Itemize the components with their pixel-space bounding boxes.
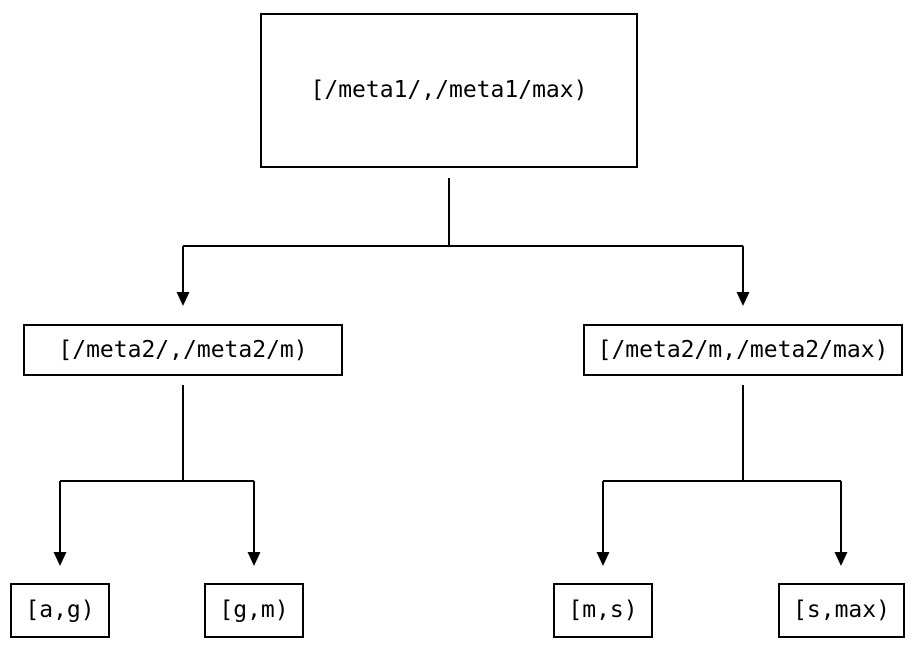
node-right-child-label: [/meta2/m,/meta2/max) [597, 336, 889, 363]
node-root-label: [/meta1/,/meta1/max) [310, 77, 588, 103]
node-root: [/meta1/,/meta1/max) [260, 13, 638, 168]
node-leaf-g-m-label: [g,m) [219, 597, 289, 623]
edges-from-root [176, 178, 750, 306]
arrowhead-icon [596, 552, 610, 566]
edge-line-root-children [182, 178, 744, 292]
arrowhead-icon [53, 552, 67, 566]
node-left-child-label: [/meta2/,/meta2/m) [58, 336, 308, 363]
node-left-child: [/meta2/,/meta2/m) [23, 324, 343, 376]
arrowhead-icon [247, 552, 261, 566]
edges-from-left-child [53, 385, 261, 566]
node-leaf-s-max-label: [s,max) [793, 597, 890, 623]
node-leaf-m-s: [m,s) [553, 583, 653, 638]
arrowhead-icon [176, 292, 190, 306]
node-right-child: [/meta2/m,/meta2/max) [583, 324, 903, 376]
node-leaf-m-s-label: [m,s) [568, 597, 638, 623]
arrowhead-icon [834, 552, 848, 566]
node-leaf-s-max: [s,max) [778, 583, 905, 638]
edge-line-right-children [602, 385, 842, 552]
node-leaf-a-g-label: [a,g) [25, 597, 95, 623]
edge-line-left-children [59, 385, 255, 552]
node-leaf-a-g: [a,g) [10, 583, 110, 638]
node-leaf-g-m: [g,m) [204, 583, 304, 638]
arrowhead-icon [736, 292, 750, 306]
edges-from-right-child [596, 385, 848, 566]
